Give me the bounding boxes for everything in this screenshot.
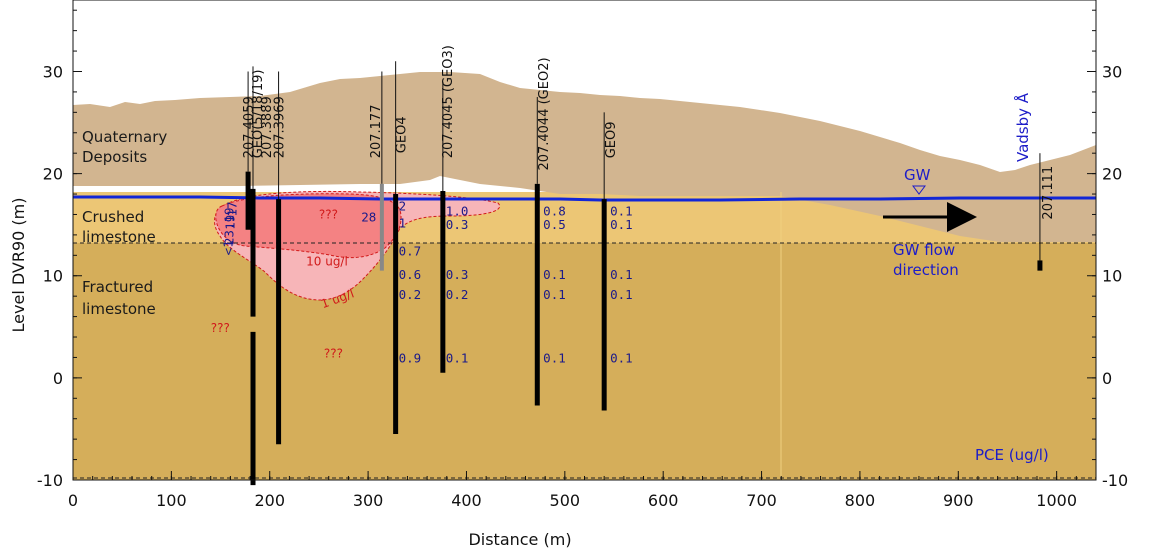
pce-concentration: 0.1: [610, 287, 633, 302]
well-label: 207.111: [1041, 166, 1056, 220]
x-tick-label: 200: [254, 491, 285, 510]
pce-concentration: 0.1: [610, 267, 633, 282]
x-tick-label: 1000: [1036, 491, 1077, 510]
y-tick-label-left: -10: [37, 471, 63, 490]
pce-concentration: 0.9: [399, 351, 422, 366]
y-tick-label-left: 0: [53, 369, 63, 388]
y-tick-label-right: 0: [1102, 369, 1112, 388]
pce-concentration: 17: [224, 201, 239, 216]
pce-concentration: 0.7: [399, 243, 422, 258]
concentration-labels: 210.70.60.20.91.00.30.30.20.10.80.50.10.…: [220, 198, 632, 365]
well-label: 207.4044 (GEO2): [537, 57, 552, 170]
unit-fractured-line2: limestone: [82, 300, 156, 318]
vadsby-label: Vadsby Å: [1013, 92, 1032, 162]
unit-fractured-line1: Fractured: [82, 278, 153, 296]
pce-concentration: 0.1: [446, 351, 469, 366]
plume-label: 10 ug/l: [306, 255, 348, 269]
pce-concentration: 0.1: [610, 351, 633, 366]
pce-concentration: 0.3: [446, 217, 469, 232]
x-tick-label: 300: [353, 491, 384, 510]
plume-label: ???: [319, 208, 338, 222]
pce-concentration: 1.0: [446, 203, 469, 218]
pce-concentration: 19: [222, 215, 237, 230]
well-label: GEO9: [604, 122, 619, 159]
pce-concentration: 0.1: [610, 217, 633, 232]
well-label: 207.3889: [260, 96, 275, 158]
x-tick-label: 700: [746, 491, 777, 510]
well-label: 207.4045 (GEO3): [441, 45, 456, 158]
pce-concentration: 0.1: [543, 351, 566, 366]
x-tick-label: 500: [550, 491, 581, 510]
pce-unit-label: PCE (ug/l): [975, 446, 1049, 464]
pce-concentration: 0.1: [543, 287, 566, 302]
fractured-limestone-layer: [73, 243, 1096, 480]
gw-label: GW: [904, 166, 931, 184]
pce-concentration: 0.8: [543, 203, 566, 218]
gw-flow-label-line1: GW flow: [893, 241, 955, 259]
pce-concentration: 28: [361, 210, 376, 225]
y-tick-label-right: -10: [1102, 471, 1128, 490]
plume-label: ???: [211, 321, 230, 335]
y-tick-label-right: 10: [1102, 267, 1122, 286]
y-tick-label-left: 30: [43, 62, 63, 81]
pce-concentration: 23.19: [221, 207, 236, 245]
pce-concentration: 0.5: [543, 217, 566, 232]
well-label: 207.177: [369, 105, 384, 159]
well-label: GEO(5/18/19): [251, 70, 266, 159]
pce-concentration: 0.1: [610, 203, 633, 218]
unit-quaternary-line1: Quaternary: [82, 128, 167, 146]
x-tick-label: 400: [451, 491, 482, 510]
y-tick-label-right: 20: [1102, 165, 1122, 184]
unit-crushed-line2: limestone: [82, 228, 156, 246]
pce-concentration: 2: [399, 198, 407, 213]
x-tick-label: 0: [68, 491, 78, 510]
pce-concentration: 0.6: [399, 267, 422, 282]
gw-flow-label-line2: direction: [893, 261, 959, 279]
gw-triangle-icon: [912, 185, 926, 195]
y-tick-label-left: 20: [43, 165, 63, 184]
x-tick-label: 600: [648, 491, 679, 510]
x-tick-label: 800: [845, 491, 876, 510]
y-axis-title: Level DVR90 (m): [9, 198, 28, 333]
pce-concentration: 0.3: [446, 267, 469, 282]
pce-concentration: 0.2: [399, 287, 422, 302]
well-label: GEO4: [395, 116, 410, 153]
pce-concentration: 0.1: [543, 267, 566, 282]
well-label: 207.3969: [273, 96, 288, 158]
plume-label: ???: [324, 346, 343, 360]
unit-quaternary-line2: Deposits: [82, 148, 147, 166]
y-tick-label-left: 10: [43, 267, 63, 286]
pce-concentration: 1: [399, 216, 407, 231]
pce-concentration: <1: [220, 240, 235, 255]
y-tick-label-right: 30: [1102, 62, 1122, 81]
pce-concentration: 0.2: [446, 287, 469, 302]
x-axis-title: Distance (m): [468, 530, 571, 549]
groundwater-line: [73, 195, 1096, 202]
plume-10ugl: [215, 193, 402, 259]
x-tick-label: 100: [156, 491, 187, 510]
x-tick-label: 900: [943, 491, 974, 510]
unit-crushed-line1: Crushed: [82, 208, 144, 226]
